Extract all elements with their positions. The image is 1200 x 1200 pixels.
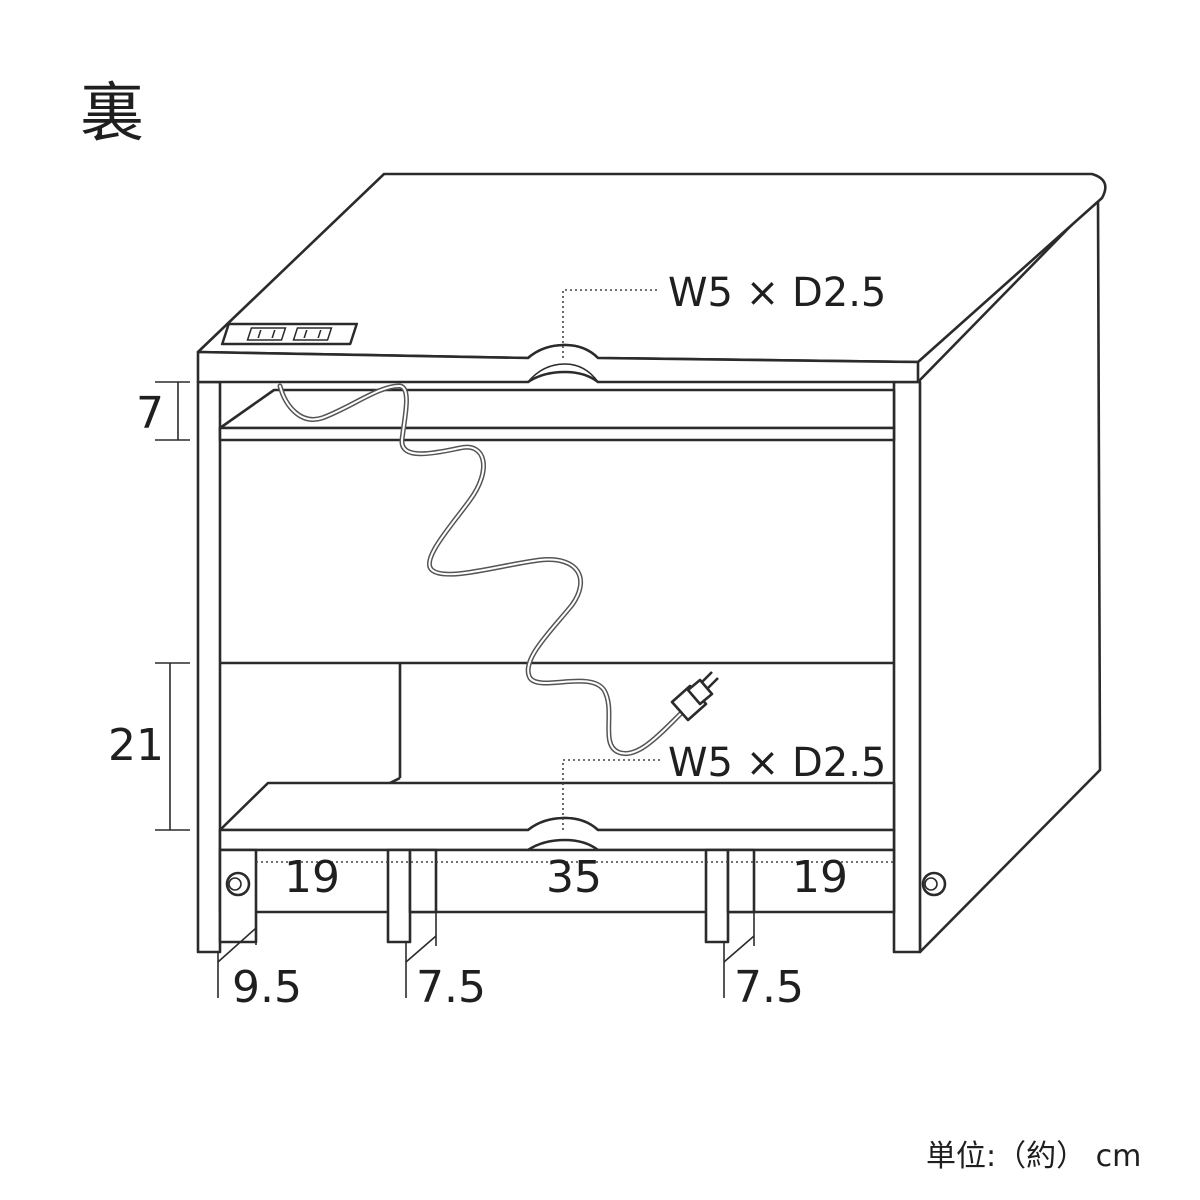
- dimension-upper-opening: 7: [136, 381, 190, 441]
- unit-note: 単位:（約） cm: [926, 1139, 1141, 1174]
- base-post-center-right-back: [726, 848, 756, 914]
- base-left-width-label: 19: [284, 852, 340, 903]
- base-rail: [218, 848, 896, 914]
- base-center-width-label: 35: [546, 852, 602, 903]
- center-left-post-depth-label: 7.5: [416, 962, 486, 1013]
- top-notch-size-label: W5 × D2.5: [668, 270, 886, 316]
- dimension-center-right-post-depth: 7.5: [723, 912, 804, 1013]
- right-hole: [921, 871, 947, 897]
- top-notch-callout: W5 × D2.5: [562, 270, 886, 358]
- left-leg: [196, 380, 222, 954]
- dimension-base-widths: 19 35 19: [256, 852, 894, 903]
- bottom-notch-size-label: W5 × D2.5: [668, 740, 886, 786]
- base-post-center-left-back: [408, 848, 438, 914]
- upper-opening-height-label: 7: [136, 388, 164, 439]
- base-right-width-label: 19: [792, 852, 848, 903]
- power-plug-icon: [670, 671, 719, 722]
- top-notch: [527, 363, 599, 383]
- top-board-edge: [196, 343, 920, 384]
- bottom-notch-callout: W5 × D2.5: [562, 740, 886, 830]
- power-cord: [277, 383, 719, 757]
- upper-shelf-edge: [218, 426, 896, 442]
- left-post-depth-label: 9.5: [232, 962, 302, 1013]
- dimension-lower-opening: 21: [108, 662, 190, 831]
- base-post-center-left: [386, 848, 412, 944]
- base-post-center-right: [704, 848, 730, 944]
- upper-shelf: [218, 388, 896, 430]
- cabinet: [196, 172, 1107, 954]
- dimension-center-left-post-depth: 7.5: [405, 912, 486, 1013]
- lower-opening-height-label: 21: [108, 720, 164, 771]
- center-right-post-depth-label: 7.5: [734, 962, 804, 1013]
- view-title: 裏: [80, 77, 144, 151]
- power-outlet-icon: [220, 322, 359, 346]
- dimension-left-post-depth: 9.5: [217, 912, 302, 1013]
- left-hole: [225, 871, 251, 897]
- right-leg: [892, 380, 922, 954]
